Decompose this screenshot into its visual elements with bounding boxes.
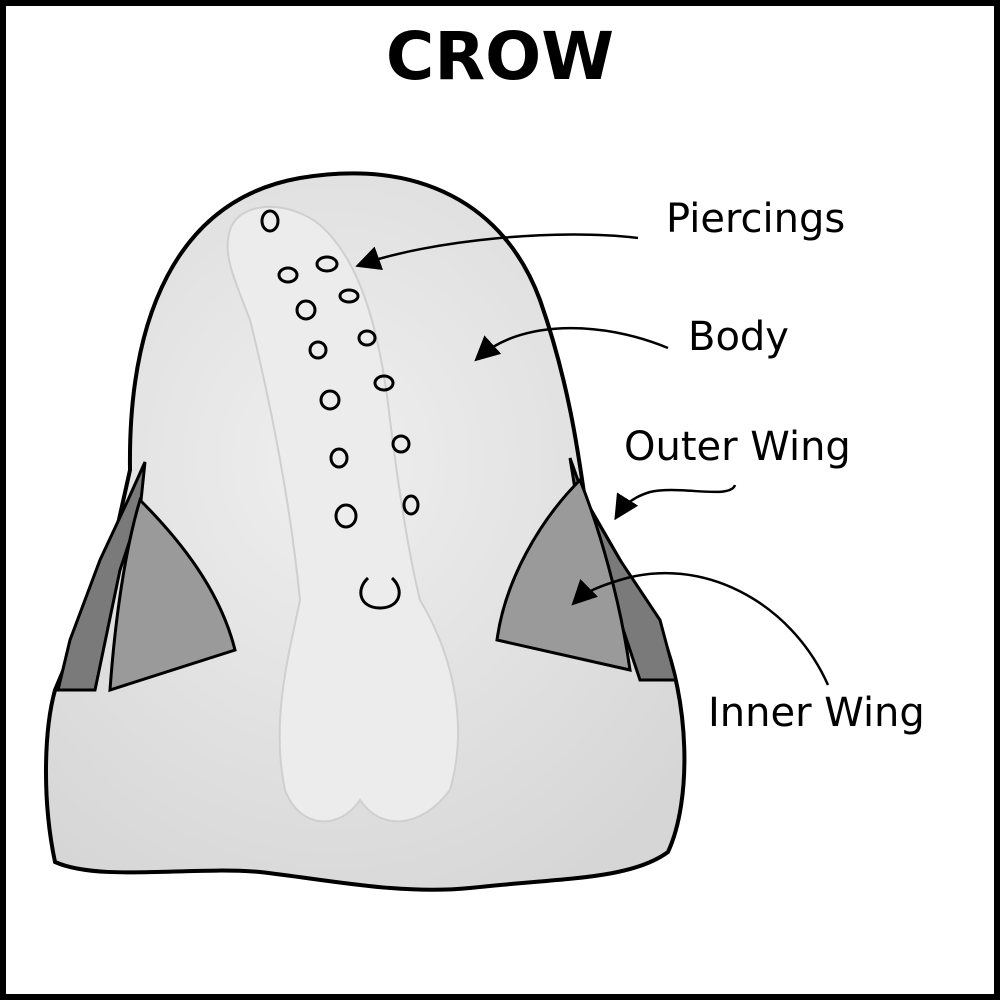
left-inner-wing (108, 497, 237, 693)
label-body: Body (688, 314, 789, 360)
arrow-outer-wing (614, 484, 737, 521)
label-piercings: Piercings (666, 196, 846, 242)
label-outer-wing: Outer Wing (624, 424, 851, 470)
product-illustration (44, 171, 830, 892)
label-inner-wing: Inner Wing (708, 690, 925, 736)
shaft-shape (226, 205, 460, 823)
right-inner-wing (495, 477, 632, 672)
arrow-inner-wing (571, 571, 830, 686)
arrow-body (474, 326, 669, 362)
piercings (260, 209, 420, 610)
page-title: CROW (385, 18, 615, 95)
arrow-piercings (355, 233, 639, 271)
callout-arrows (355, 233, 830, 686)
